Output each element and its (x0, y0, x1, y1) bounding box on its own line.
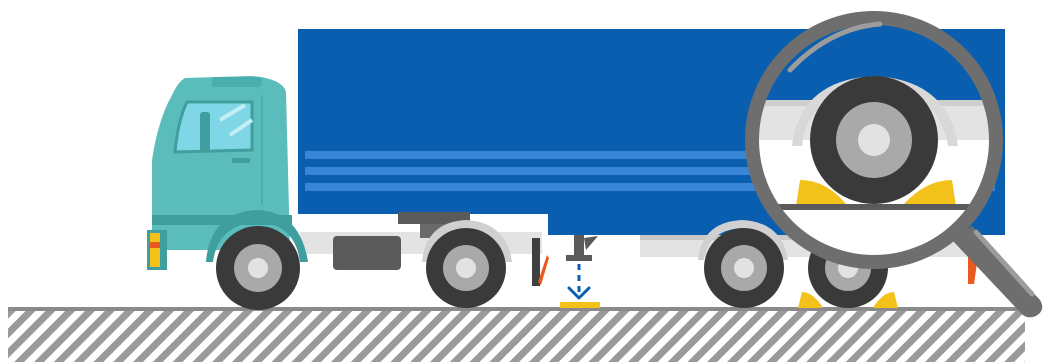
magnifier-handle (952, 226, 1042, 317)
fuel-tank (333, 236, 401, 270)
front-wheel (216, 226, 300, 310)
ground (8, 307, 1025, 362)
headlight (150, 233, 160, 267)
trailer-wheel (704, 228, 784, 308)
landing-pad (560, 302, 600, 308)
door-handle (232, 158, 250, 163)
down-arrow-icon (569, 264, 589, 298)
cab-roof (212, 77, 262, 87)
landing-gear (566, 235, 598, 261)
ground-hatch (8, 310, 1025, 362)
ground-line (8, 307, 1025, 311)
drive-wheel (426, 228, 506, 308)
mirror (200, 112, 210, 152)
